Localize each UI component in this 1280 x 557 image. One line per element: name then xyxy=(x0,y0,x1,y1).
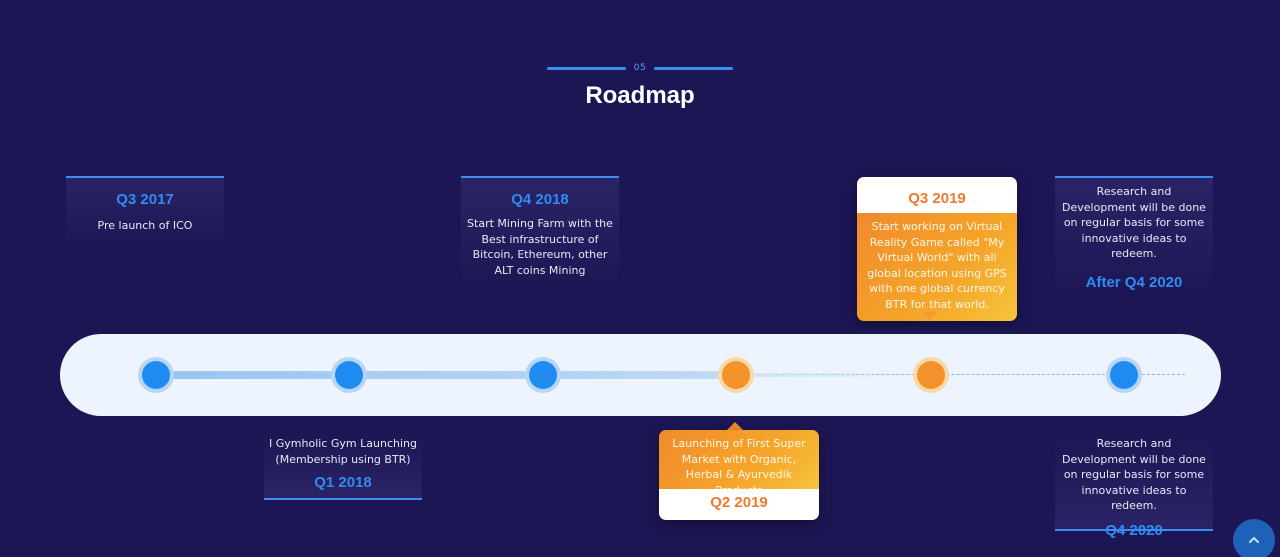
milestone-quarter: Q4 2020 xyxy=(1105,521,1163,539)
timeline-dot-q4-2020[interactable] xyxy=(1110,361,1138,389)
milestone-quarter: Q2 2019 xyxy=(659,489,819,520)
pointer-arrow xyxy=(922,312,938,320)
timeline-progress xyxy=(155,371,735,379)
milestone-card-q3-2019: Q3 2019 Start working on Virtual Reality… xyxy=(857,177,1017,321)
milestone-text: Start Mining Farm with the Best infrastr… xyxy=(467,217,613,277)
milestone-text: Launching of First Super Market with Org… xyxy=(659,430,819,497)
divider-left xyxy=(547,66,626,70)
timeline-dot-q2-2019[interactable] xyxy=(722,361,750,389)
chevron-up-icon xyxy=(1249,537,1259,543)
milestone-card-after-q4-2020: Research and Development will be done on… xyxy=(1055,176,1213,296)
timeline-dot-q1-2018[interactable] xyxy=(335,361,363,389)
scroll-top-button[interactable] xyxy=(1233,519,1275,557)
milestone-card-q3-2017: Q3 2017 Pre launch of ICO xyxy=(66,176,224,246)
timeline-progress-fade xyxy=(735,373,935,377)
milestone-quarter: Q4 2018 xyxy=(511,191,569,208)
milestone-text: Start working on Virtual Reality Game ca… xyxy=(857,213,1017,321)
milestone-card-q4-2018: Q4 2018 Start Mining Farm with the Best … xyxy=(461,176,619,291)
milestone-card-q4-2020: Research and Development will be done on… xyxy=(1055,432,1213,539)
divider-right xyxy=(654,66,733,70)
milestone-card-q1-2018: I Gymholic Gym Launching (Membership usi… xyxy=(264,432,422,500)
milestone-quarter: After Q4 2020 xyxy=(1085,273,1183,291)
milestone-quarter: Q3 2019 xyxy=(857,177,1017,213)
milestone-quarter: Q1 2018 xyxy=(314,474,372,491)
timeline-dot-q3-2017[interactable] xyxy=(142,361,170,389)
milestone-text: Pre launch of ICO xyxy=(97,219,193,232)
pointer-arrow xyxy=(727,422,743,430)
milestone-text: Research and Development will be done on… xyxy=(1062,437,1206,512)
milestone-text: I Gymholic Gym Launching (Membership usi… xyxy=(269,437,417,466)
page-title: Roadmap xyxy=(585,82,695,109)
section-number-label: 05 xyxy=(633,63,647,73)
timeline-dot-q4-2018[interactable] xyxy=(529,361,557,389)
milestone-text: Research and Development will be done on… xyxy=(1062,185,1206,260)
milestone-card-q2-2019: Launching of First Super Market with Org… xyxy=(659,430,819,520)
timeline-dot-q3-2019[interactable] xyxy=(917,361,945,389)
section-number: 05 xyxy=(547,62,733,74)
milestone-quarter: Q3 2017 xyxy=(116,191,174,208)
